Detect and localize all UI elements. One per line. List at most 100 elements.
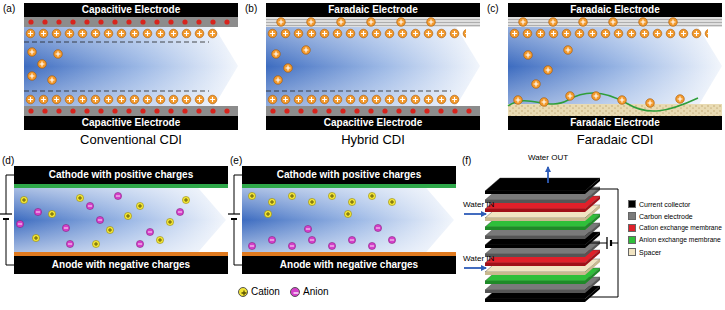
cdi-stack-part-part	[485, 272, 585, 275]
electrode-bar: Capacitive Electrode	[266, 116, 480, 130]
hybrid-cdi-cell-part	[272, 50, 281, 59]
hybrid-cdi-cell-part	[274, 76, 283, 85]
cdi-cell-separated-part	[288, 192, 295, 199]
cdi-cell-mixed-part	[96, 216, 103, 223]
water-arrows	[464, 167, 548, 268]
hybrid-cdi-cell-part	[266, 17, 480, 116]
cdi-cell-separated-part	[288, 242, 295, 249]
cdi-cell-separated-part	[368, 242, 375, 249]
cdi-cell-mixed-part	[76, 194, 83, 201]
legend-text: Cation exchange membrane	[639, 225, 722, 232]
cdi-cell-separated-part	[308, 198, 315, 205]
cdi-cell-separated-part	[328, 192, 335, 199]
conventional-cdi-cell-part	[48, 76, 57, 85]
hybrid-cdi-cell-part	[367, 18, 376, 27]
faradaic-cdi-cell-part	[618, 96, 627, 105]
cdi-cell-separated-part	[368, 192, 375, 199]
cdi-cell-mixed-part	[0, 213, 12, 214]
cdi-cell-separated-part	[248, 192, 255, 199]
conventional-cdi-cell-part	[24, 17, 238, 116]
layer-swatch	[628, 212, 636, 220]
stack-wiring-part	[590, 189, 618, 297]
faradaic-cdi-cell-part	[540, 98, 549, 107]
cdi-cell-separated-part	[348, 236, 355, 243]
faradaic-cdi-cell-part	[566, 92, 575, 101]
panel-caption: Hybrid CDI	[341, 133, 405, 147]
cdi-cell-separated-part	[228, 213, 240, 214]
layer-swatch	[628, 224, 636, 232]
electrode-label: Faradaic Electrode	[570, 118, 659, 128]
faradaic-cdi-cell-part	[609, 18, 618, 27]
faradaic-cdi-cell-part	[519, 18, 528, 27]
hybrid-cdi-cell-part	[397, 18, 406, 27]
stack-wiring-part	[610, 240, 612, 246]
legend-text: Carbon electrode	[639, 213, 693, 220]
cdi-cell-mixed-part	[166, 218, 173, 225]
conventional-cdi-cell-part	[28, 48, 37, 57]
cdi-cell-mixed-part	[14, 184, 228, 188]
faradaic-cdi-cell-part	[508, 17, 722, 27]
cdi-stack-part	[485, 178, 600, 194]
conventional-cdi-cell-part	[38, 60, 47, 69]
hybrid-cdi-cell-part	[266, 17, 480, 27]
hybrid-cdi-cell-part	[266, 91, 451, 92]
cdi-cell-mixed-part	[62, 224, 69, 231]
cdi-cell-separated-part	[328, 242, 335, 249]
water-arrows-part	[464, 213, 486, 215]
cdi-cell-separated-part	[242, 188, 454, 252]
legend-text: Anion exchange membrane	[639, 237, 721, 244]
conventional-cdi-cell-part	[24, 17, 238, 27]
electrode-label: Faradaic Electrode	[570, 5, 659, 15]
cdi-cell-mixed	[0, 175, 228, 265]
electrode-bar: Faradaic Electrode	[508, 116, 722, 130]
cdi-stack-part-part	[485, 281, 585, 284]
cdi-cell-separated-part	[268, 236, 275, 243]
cdi-cell-separated-part	[374, 224, 381, 231]
cdi-cell-separated-part	[388, 236, 395, 243]
faradaic-cdi-cell-part	[508, 28, 708, 39]
cdi-cell-separated-part	[268, 198, 275, 205]
electrode-bar: Capacitive Electrode	[24, 116, 238, 130]
faradaic-cdi-cell-part	[669, 18, 678, 27]
cdi-stack-part-part	[485, 200, 585, 203]
cdi-stack-part-part	[485, 263, 585, 266]
electrode-bar: Cathode with positive charges	[242, 166, 456, 184]
electrode-bar: Cathode with positive charges	[14, 166, 228, 184]
electrode-label: Faradaic Electrode	[328, 5, 417, 15]
cdi-cell-mixed-part	[86, 202, 93, 209]
legend-text: Cation	[251, 287, 280, 297]
electrode-bar: Capacitive Electrode	[24, 3, 238, 17]
electrode-label: Capacitive Electrode	[82, 118, 180, 128]
cdi-stack-part-part	[485, 290, 585, 293]
cdi-stack-part-part	[485, 236, 585, 239]
legend-text: Anion	[303, 287, 329, 297]
panel-letter: (d)	[2, 155, 14, 166]
cdi-cell-separated-part	[388, 198, 395, 205]
cdi-cell-separated-part	[308, 236, 315, 243]
charge-sign-stroke	[293, 292, 298, 293]
electrode-bar: Anode with negative charges	[242, 256, 456, 274]
faradaic-cdi-cell-part	[514, 96, 523, 105]
cdi-cell-separated-part	[231, 218, 237, 220]
faradaic-cdi-cell-part	[592, 92, 601, 101]
faradaic-cdi-cell	[508, 17, 722, 116]
electrode-label: Anode with negative charges	[52, 260, 190, 270]
panel-letter: (b)	[245, 3, 257, 14]
conventional-cdi-cell-part	[24, 91, 209, 92]
faradaic-cdi-cell-part	[639, 18, 648, 27]
cdi-stack-part-part	[485, 299, 585, 302]
panel-caption: Conventional CDI	[80, 133, 182, 147]
cdi-cell-mixed-part	[156, 236, 163, 243]
hybrid-cdi-cell-part	[337, 18, 346, 27]
cdi-cell-mixed-part	[136, 202, 143, 209]
electrode-bar: Faradaic Electrode	[266, 3, 480, 17]
cdi-cell-separated-part	[242, 188, 454, 252]
cdi-cell-mixed-part	[124, 212, 131, 219]
conventional-cdi-cell-part	[24, 106, 238, 116]
cdi-cell-mixed-part	[32, 234, 39, 241]
electrode-label: Capacitive Electrode	[82, 5, 180, 15]
cdi-cell-mixed-part	[146, 228, 153, 235]
hybrid-cdi-cell-part	[307, 18, 316, 27]
cdi-stack-part-part	[585, 178, 600, 194]
charge-sign-stroke	[241, 290, 246, 295]
